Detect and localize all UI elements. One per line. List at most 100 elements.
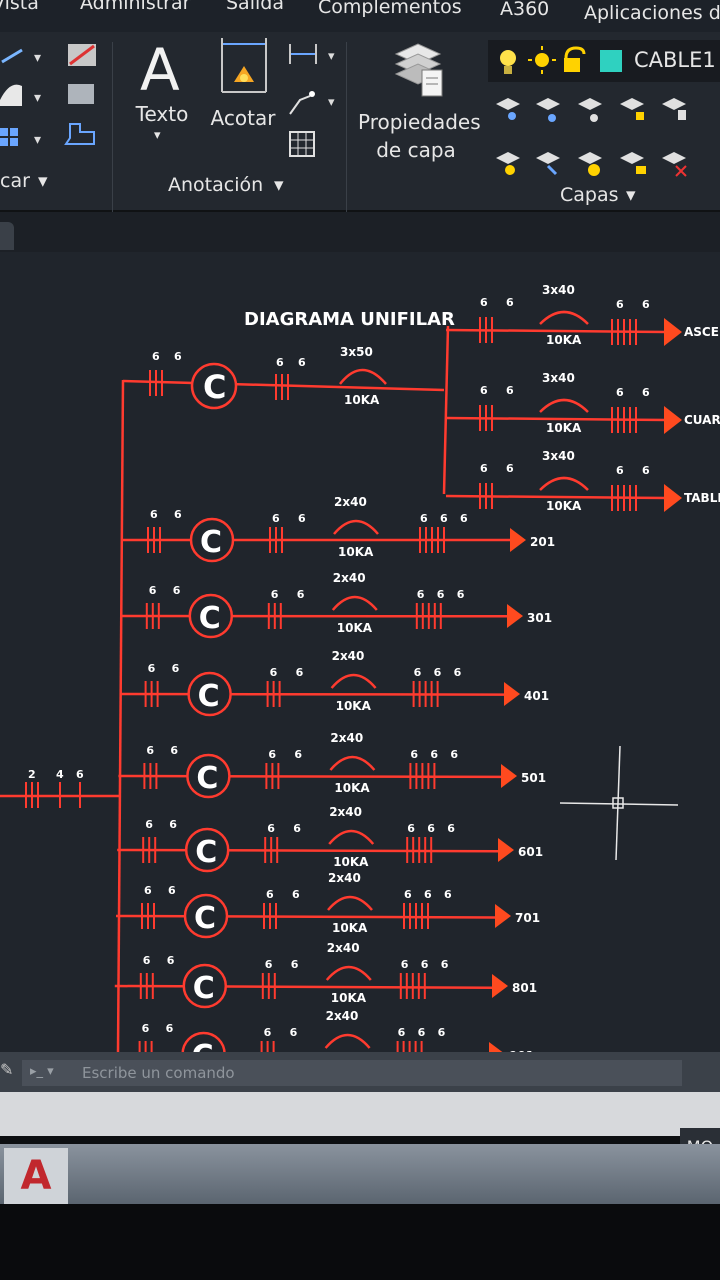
- wrench-icon[interactable]: ✎: [0, 1060, 14, 1079]
- main-bus-riser: [116, 379, 125, 1053]
- status-bar: [0, 1092, 720, 1136]
- feed-label: 2: [28, 768, 36, 781]
- wire-count: 6: [265, 958, 273, 971]
- text-tool-icon[interactable]: A: [138, 38, 188, 98]
- layer-properties-label-1[interactable]: Propiedades: [358, 110, 481, 134]
- layer-state-icons[interactable]: [494, 44, 624, 80]
- wire-count: 6: [506, 384, 514, 397]
- wire-count: 6: [410, 748, 418, 761]
- drawing-canvas[interactable]: DIAGRAMA UNIFILAR 2 4 6: [0, 252, 720, 1092]
- wire-count: 6: [434, 666, 442, 679]
- wire-count: 6: [266, 888, 274, 901]
- breaker-size: 2x40: [332, 649, 365, 663]
- draw-tools-icons[interactable]: ▾ ▾ ▾: [0, 40, 110, 170]
- breaker-arc: [539, 310, 589, 325]
- breaker-size: 2x40: [333, 571, 366, 585]
- breaker-size: 2x40: [327, 941, 360, 955]
- svg-text:▾: ▾: [34, 132, 41, 148]
- svg-text:▾: ▾: [34, 90, 41, 106]
- wire-count: 6: [642, 386, 650, 399]
- breaker-arc: [539, 398, 589, 413]
- menu-bar: Vista Administrar Salida Complementos A3…: [0, 0, 720, 32]
- wire-count: 6: [143, 954, 151, 967]
- wire-count: 6: [421, 958, 429, 971]
- acotar-button[interactable]: Acotar: [210, 106, 276, 130]
- wire-count: 6: [460, 512, 468, 525]
- feeder-arrow-icon: [492, 974, 508, 998]
- wire-count: 6: [642, 298, 650, 311]
- wire-count: 6: [401, 958, 409, 971]
- circuit-destination: 201: [530, 535, 555, 549]
- feeder-arrow-icon: [510, 528, 526, 552]
- breaker-rating: 10KA: [338, 545, 374, 559]
- annotation-small-tools[interactable]: ▾ ▾: [286, 40, 346, 170]
- bus-branch-row: 3x4010KACUART6666: [445, 371, 720, 435]
- ribbon-panel: ▾ ▾ ▾ car ▾ A Texto ▾ Acotar: [0, 32, 720, 232]
- layer-tool-icons[interactable]: [490, 90, 720, 180]
- anotacion-dropdown-icon[interactable]: ▾: [274, 174, 284, 196]
- wire-count: 6: [427, 822, 435, 835]
- menu-aplicaciones[interactable]: Aplicaciones d: [584, 2, 720, 24]
- wire-count: 6: [420, 512, 428, 525]
- svg-text:▾: ▾: [34, 50, 41, 66]
- wire-count: 6: [271, 588, 279, 601]
- wire-count: 6: [142, 1022, 150, 1035]
- meter-label: C: [195, 835, 217, 870]
- menu-complementos[interactable]: Complementos: [318, 0, 462, 18]
- current-layer-name[interactable]: CABLE1: [634, 48, 716, 72]
- menu-administrar[interactable]: Administrar: [80, 0, 191, 14]
- circuit-destination: 701: [515, 911, 540, 925]
- wire-count: 6: [170, 744, 178, 757]
- capas-group-label[interactable]: Capas: [560, 184, 619, 206]
- meter-symbol: [182, 963, 228, 1009]
- capas-dropdown-icon[interactable]: ▾: [626, 184, 636, 206]
- wire-count: 6: [444, 888, 452, 901]
- diagrama-unifilar-drawing: DIAGRAMA UNIFILAR 2 4 6: [0, 283, 720, 1077]
- wire-count: 6: [414, 666, 422, 679]
- wire-count: 6: [298, 512, 306, 525]
- circuit-wire: [118, 774, 502, 779]
- menu-a360[interactable]: A360: [500, 0, 550, 20]
- texto-dropdown-icon[interactable]: ▾: [154, 128, 161, 143]
- wire-count: 6: [291, 958, 299, 971]
- feeder-arrow-icon: [664, 318, 682, 346]
- layer-properties-label-2[interactable]: de capa: [376, 138, 456, 162]
- meter-label: C: [200, 525, 222, 560]
- meter-symbol: [184, 827, 230, 873]
- meter-label: C: [194, 901, 216, 936]
- feed-label: 4: [56, 768, 64, 781]
- menu-salida[interactable]: Salida: [226, 0, 284, 14]
- dimension-tool-icon[interactable]: [218, 38, 270, 96]
- wire-count: 6: [424, 888, 432, 901]
- wire-count: 6: [167, 954, 175, 967]
- breaker-size: 3x40: [542, 371, 575, 385]
- layer-properties-icon[interactable]: [392, 40, 448, 100]
- main-breaker-size: 3x50: [340, 345, 373, 359]
- breaker-size: 2x40: [330, 731, 363, 745]
- menu-vista[interactable]: Vista: [0, 0, 39, 14]
- wire-count: 6: [506, 296, 514, 309]
- circuit-destination: 301: [527, 611, 552, 625]
- meter-label: C: [193, 971, 215, 1006]
- texto-button[interactable]: Texto: [135, 102, 189, 126]
- wire-count: 6: [146, 744, 154, 757]
- command-input[interactable]: Escribe un comando: [22, 1060, 682, 1086]
- left-group-dropdown-icon[interactable]: ▾: [38, 170, 48, 192]
- branch-destination: TABLEI: [684, 491, 720, 505]
- anotacion-group-label[interactable]: Anotación: [168, 174, 264, 196]
- document-tab[interactable]: [0, 222, 14, 250]
- meter-symbol: [186, 753, 231, 799]
- meter-label: C: [199, 601, 221, 636]
- wire-count: 6: [264, 1026, 272, 1039]
- wire-count: 6: [292, 888, 300, 901]
- left-group-label[interactable]: car: [0, 170, 30, 192]
- os-taskbar: [0, 1144, 720, 1204]
- meter-symbol: [188, 593, 234, 639]
- autocad-taskbar-icon[interactable]: A: [4, 1148, 68, 1204]
- wire-count: 6: [293, 822, 301, 835]
- meter-label: C: [196, 761, 218, 796]
